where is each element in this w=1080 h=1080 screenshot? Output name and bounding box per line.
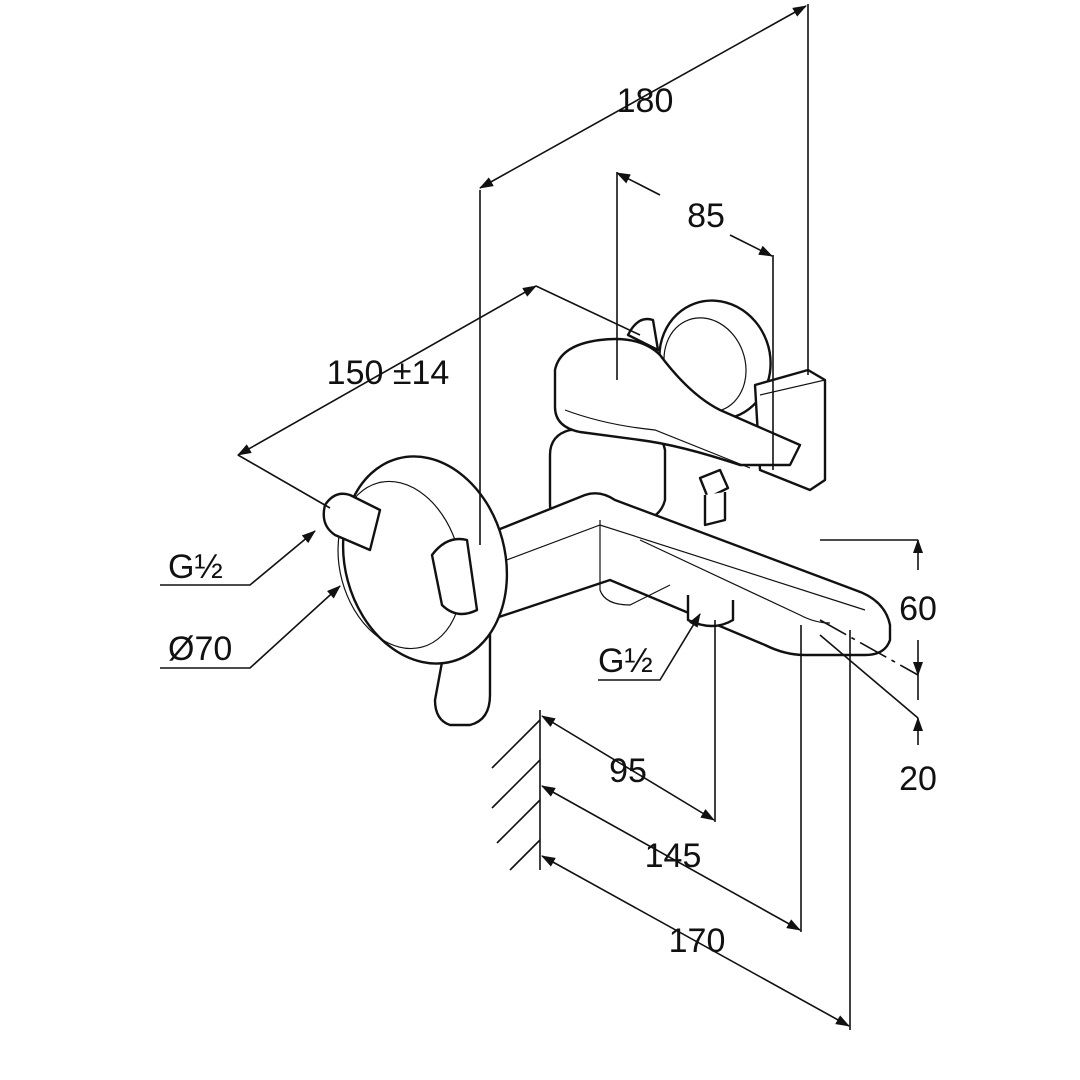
dim-170: 170 <box>669 922 726 960</box>
dim-85: 85 <box>687 197 725 235</box>
dimension-lines <box>160 4 923 1030</box>
dim-180: 180 <box>617 82 674 120</box>
dim-145: 145 <box>645 837 702 875</box>
dim-20: 20 <box>899 760 937 798</box>
dim-150: 150 ±14 <box>327 354 450 392</box>
dim-95: 95 <box>609 752 647 790</box>
dim-g-half-outlet: G½ <box>598 642 653 680</box>
dim-g-half-left: G½ <box>168 548 223 586</box>
dim-60: 60 <box>899 590 937 628</box>
dim-diameter-70: Ø70 <box>168 630 232 668</box>
